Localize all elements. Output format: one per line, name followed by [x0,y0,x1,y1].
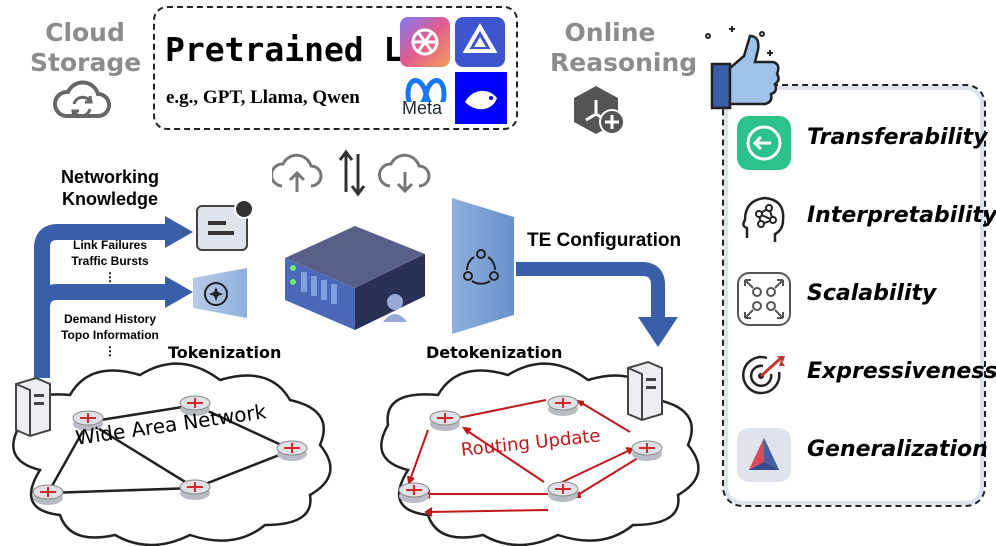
triangle-logo-icon [737,428,791,482]
meta-logo-text: Meta [402,98,443,118]
detokenization-label: Detokenization [426,343,563,362]
properties-panel [722,84,986,507]
cloud-sync-icon [53,80,111,118]
router-node [32,482,64,510]
property-transferability: Transferability [737,112,987,174]
router-node [547,479,579,507]
pretrained-lms-title: Pretrained LMs [165,30,444,69]
property-label: Transferability [807,125,988,150]
inputs-bottom-list: Demand History Topo Information ⋮ [61,312,159,358]
document-icon [196,199,254,251]
cloud-transfer-icons [272,149,431,197]
detokenization-panel [452,198,514,334]
cloud-download-icon [378,153,431,188]
cube-plus-icon [574,86,625,135]
property-label: Interpretability [807,203,996,228]
router-node [276,438,308,466]
transfer-icon [737,116,791,170]
target-icon [737,350,791,404]
llm-server-icon [285,226,425,330]
online-reasoning-label: Online Reasoning [550,18,698,77]
server-tower-icon [15,376,51,438]
router-node [72,408,104,436]
input-arrows [34,216,193,378]
thumbs-up-icon [705,26,780,110]
qwen-logo-icon [455,17,505,67]
property-expressiveness: Expressiveness [737,346,996,408]
meta-logo-icon: Meta [400,72,452,124]
cloud-upload-icon [272,153,323,188]
pretrained-lms-examples: e.g., GPT, Llama, Qwen [166,87,360,108]
te-config-arrow [516,262,678,347]
router-node [547,393,579,421]
ai-spark-icon [204,282,228,306]
networking-knowledge-label: Networking Knowledge [60,167,159,209]
router-node [429,408,461,436]
scale-arrows-icon [737,272,791,326]
head-network-icon [737,194,791,248]
property-label: Generalization [807,437,988,462]
router-node [179,393,211,421]
inputs-top-list: Link Failures Traffic Bursts ⋮ [71,238,149,284]
swap-arrows-icon [338,149,366,197]
deepseek-logo-icon [455,72,507,124]
server-tower-icon [627,360,663,422]
router-node [398,480,430,508]
openai-logo-icon [400,17,450,67]
pretrained-lms-box [153,6,518,130]
te-configuration-label: TE Configuration [527,230,682,251]
tokenization-label: Tokenization [168,343,282,362]
router-node [179,477,211,505]
cycle-nodes-icon [463,249,499,285]
router-node [631,438,663,466]
property-label: Scalability [807,281,937,306]
property-interpretability: Interpretability [737,190,996,252]
property-label: Expressiveness [807,359,996,384]
property-scalability: Scalability [737,268,982,330]
cloud-storage-label: Cloud Storage [30,18,142,77]
routing-cloud [380,362,700,546]
property-generalization: Generalization [737,424,988,486]
wan-cloud [12,362,332,546]
